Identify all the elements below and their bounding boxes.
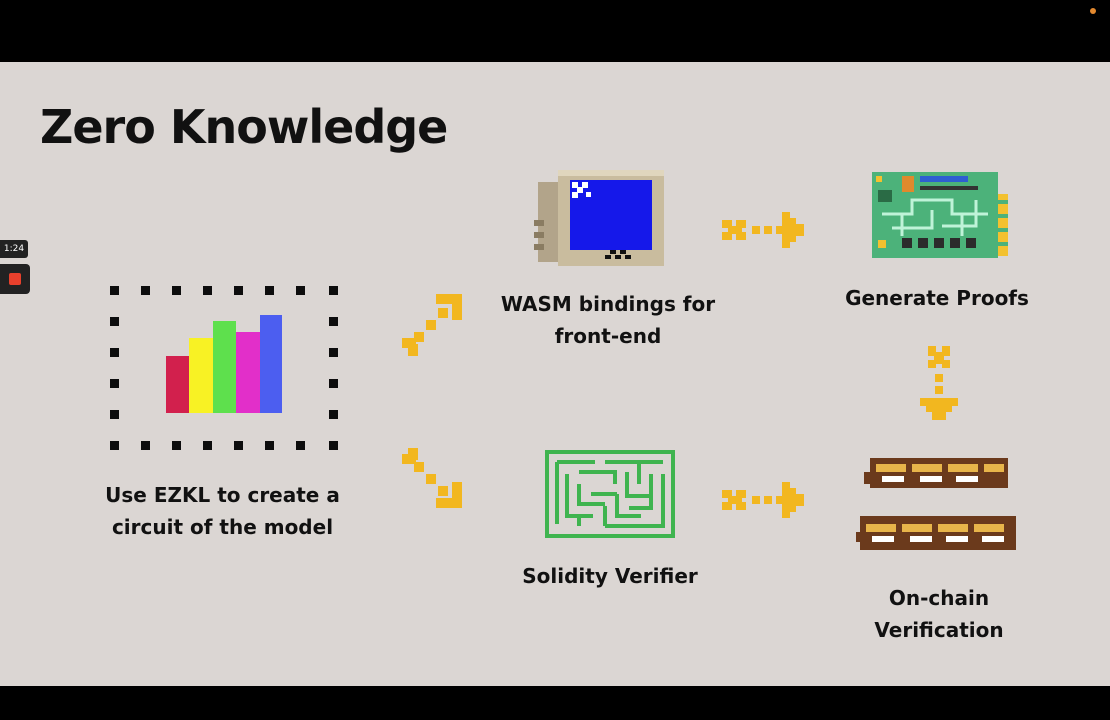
bottom-black-bar [0, 686, 1110, 720]
wasm-label-line1: WASM bindings for [500, 292, 716, 316]
recording-timer: 1:24 [0, 240, 28, 258]
ezkl-label: Use EZKL to create a circuit of the mode… [90, 479, 355, 543]
camera-indicator-icon [1090, 8, 1096, 14]
pixel-arrow-right-icon [722, 212, 804, 248]
maze-icon [545, 450, 675, 538]
pixel-arrow-up-right-icon [402, 294, 462, 356]
slide-title: Zero Knowledge [40, 100, 448, 154]
top-black-bar [0, 0, 1110, 62]
computer-monitor-icon [534, 170, 664, 266]
proofs-label: Generate Proofs [845, 286, 1029, 310]
solidity-label: Solidity Verifier [522, 564, 698, 588]
ezkl-label-line1: Use EZKL to create a [105, 483, 340, 507]
circuit-board-icon [872, 172, 1008, 258]
pixel-arrow-down-icon [920, 346, 958, 420]
onchain-label: On-chain Verification [828, 582, 1050, 646]
stop-recording-button[interactable] [0, 264, 30, 294]
stop-icon [9, 273, 21, 285]
pixel-arrow-down-right-icon [402, 448, 462, 508]
ezkl-label-line2: circuit of the model [111, 515, 334, 539]
wasm-label-line2: front-end [554, 324, 662, 348]
slide: Zero Knowledge Use EZKL to create a circ… [0, 62, 1110, 686]
onchain-label-line2: Verification [874, 618, 1004, 642]
wasm-label: WASM bindings for front-end [478, 288, 738, 352]
pixel-arrow-right-icon [722, 482, 804, 518]
bar-chart-icon [110, 286, 338, 450]
onchain-label-line1: On-chain [888, 586, 990, 610]
chain-links-icon [856, 458, 1016, 550]
